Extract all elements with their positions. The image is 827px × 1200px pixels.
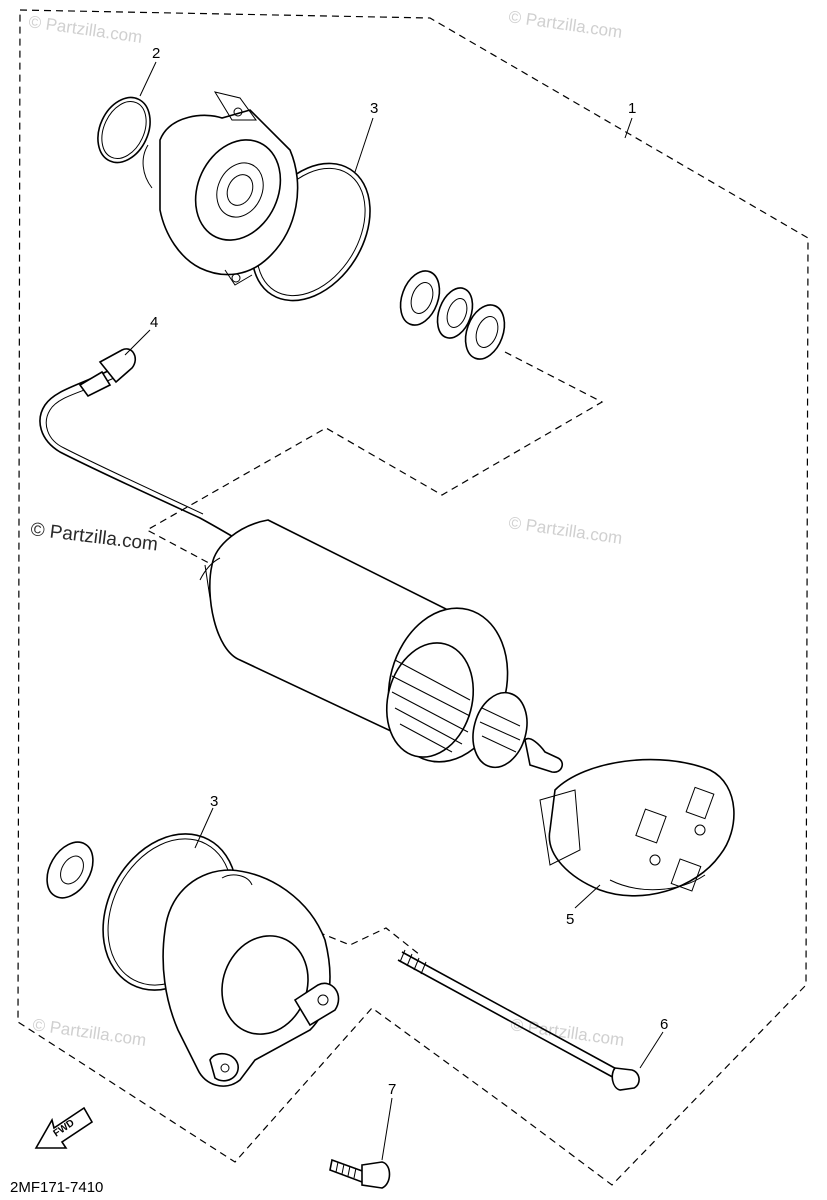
leader-3-top [354, 117, 374, 173]
through-bolt [397, 949, 640, 1091]
brush-holder-plate [539, 758, 735, 897]
armature-commutator [385, 642, 564, 773]
watermark-top-right: © Partzilla.com [507, 7, 623, 42]
callout-1: 1 [628, 100, 636, 117]
washer-stack [399, 270, 506, 360]
watermark-main: © Partzilla.com [29, 519, 159, 555]
leader-5 [574, 884, 601, 909]
leader-1 [624, 117, 633, 139]
washer-connector-line [145, 351, 604, 571]
watermark-bottom-left: © Partzilla.com [31, 1015, 147, 1050]
diagram-code: 2MF171-7410 [10, 1179, 103, 1196]
leader-2 [139, 61, 157, 97]
callout-6: 6 [660, 1016, 668, 1033]
callout-5: 5 [566, 911, 574, 928]
leader-3-bottom [194, 807, 214, 849]
callout-2: 2 [152, 45, 160, 62]
fwd-arrow-icon: FWD [34, 1106, 94, 1149]
watermark-middle-right: © Partzilla.com [507, 513, 623, 548]
callout-3-bottom: 3 [210, 793, 218, 810]
callout-3-top: 3 [370, 100, 378, 117]
front-cover [142, 91, 299, 286]
callout-4: 4 [150, 314, 158, 331]
assembly-boundary [17, 9, 809, 1186]
leader-6 [639, 1031, 664, 1069]
leader-7 [381, 1097, 393, 1161]
watermark-top-left: © Partzilla.com [27, 12, 143, 47]
rear-cover [162, 869, 340, 1087]
leader-4 [124, 329, 151, 356]
o-ring-small [97, 96, 151, 164]
bolt-connector-line [317, 927, 421, 956]
short-bolt [329, 1158, 391, 1189]
washer-bottom [46, 841, 94, 899]
callout-7: 7 [388, 1081, 396, 1098]
